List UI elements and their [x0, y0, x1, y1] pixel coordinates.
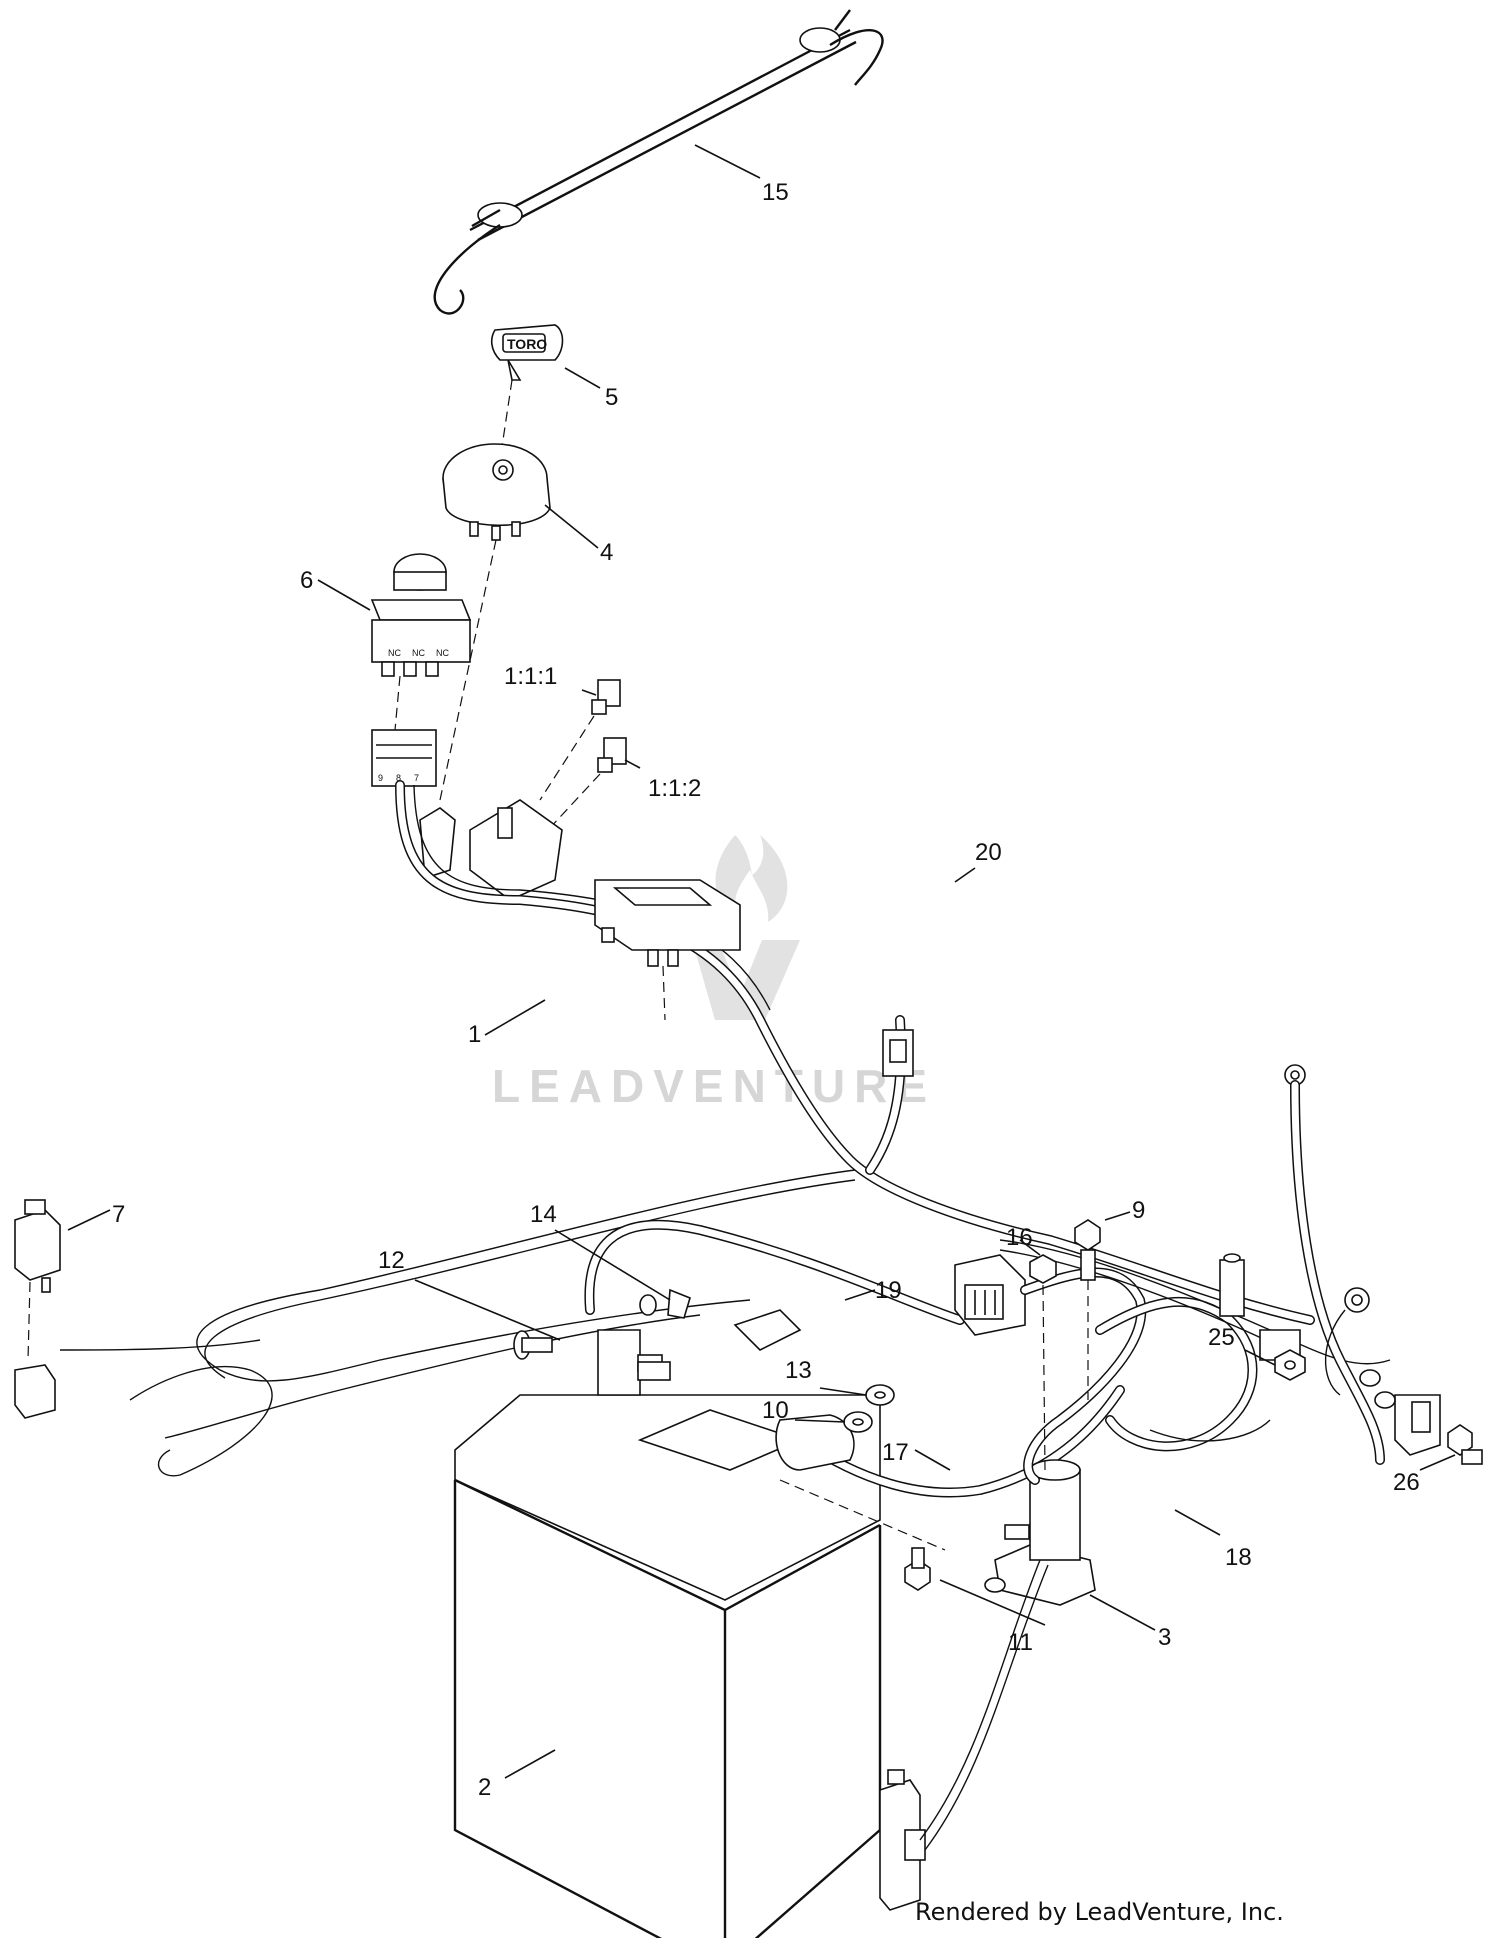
- callout-25: 25: [1208, 1324, 1235, 1351]
- main-connector: [954, 1254, 1147, 1485]
- callout-16: 16: [1006, 1224, 1033, 1251]
- switch-mark-3: NC: [436, 648, 449, 658]
- watermark: LEADVENTURE: [492, 835, 936, 1112]
- watermark-text: LEADVENTURE: [492, 1060, 936, 1112]
- part-18-harness: [999, 1239, 1391, 1452]
- callout-18: 18: [1225, 1544, 1252, 1571]
- callout-14: 14: [530, 1201, 557, 1228]
- connector-pin-8: 8: [396, 773, 401, 783]
- callout-17: 17: [882, 1439, 909, 1466]
- ground-wire: [1284, 1064, 1396, 1465]
- key-logo: TORO: [507, 336, 547, 352]
- callout-1: 1: [468, 1021, 481, 1048]
- bottom-switch: [879, 1559, 1049, 1911]
- callout-7: 7: [112, 1201, 125, 1228]
- callout-10: 10: [762, 1397, 789, 1424]
- part-14-wing-nut: [639, 1288, 691, 1319]
- callout-11: 11: [1008, 1629, 1033, 1656]
- callout-5: 5: [605, 384, 618, 411]
- part-10-washer: [843, 1411, 873, 1433]
- callout-4: 4: [600, 539, 613, 566]
- part-1-wire-harness: [59, 780, 1315, 1477]
- part-2-battery: [453, 1394, 882, 1938]
- fuses: [419, 679, 627, 901]
- part-15-hook-cable: [433, 9, 884, 315]
- callout-20: 20: [975, 839, 1002, 866]
- part-4-ignition-switch: [439, 443, 551, 801]
- part-16-nut: [1029, 1254, 1057, 1471]
- part-9-bolt: [1074, 1219, 1101, 1400]
- callout-13: 13: [785, 1357, 812, 1384]
- callout-26: 26: [1393, 1469, 1420, 1496]
- callout-9: 9: [1132, 1197, 1145, 1224]
- part-5-key: TORO: [490, 324, 564, 461]
- connector-pin-7: 7: [414, 773, 419, 783]
- pto-connector: 9 8 7: [371, 729, 437, 787]
- part-11-bolt: [779, 1479, 946, 1591]
- part-12-bolt: [513, 1330, 553, 1360]
- callout-6: 6: [300, 567, 313, 594]
- leader-lines: [67, 144, 1456, 1779]
- callout-12: 12: [378, 1247, 405, 1274]
- part-3-solenoid: [984, 1459, 1096, 1606]
- part-25-nut: [1274, 1349, 1306, 1381]
- callouts: 15 5 4 6 1:1:1 1:1:2 20 1 7 12 14 19 16 …: [112, 179, 1420, 1801]
- part-26-connector: [1394, 1394, 1483, 1465]
- callout-15: 15: [762, 179, 789, 206]
- callout-19: 19: [875, 1277, 902, 1304]
- part-7-relay: [14, 1199, 61, 1419]
- part-13-nut: [865, 1384, 895, 1406]
- callout-1-1-2: 1:1:2: [648, 775, 701, 802]
- part-20-hour-meter: [594, 879, 914, 1077]
- callout-2: 2: [478, 1774, 491, 1801]
- switch-mark-2: NC: [412, 648, 425, 658]
- callout-1-1-1: 1:1:1: [504, 663, 557, 690]
- callout-3: 3: [1158, 1624, 1171, 1651]
- connector-pin-9: 9: [378, 773, 383, 783]
- switch-mark-1: NC: [388, 648, 401, 658]
- battery-connector: [637, 1309, 802, 1381]
- credit-text: Rendered by LeadVenture, Inc.: [915, 1898, 1284, 1926]
- part-6-pto-switch: NC NC NC: [370, 553, 472, 731]
